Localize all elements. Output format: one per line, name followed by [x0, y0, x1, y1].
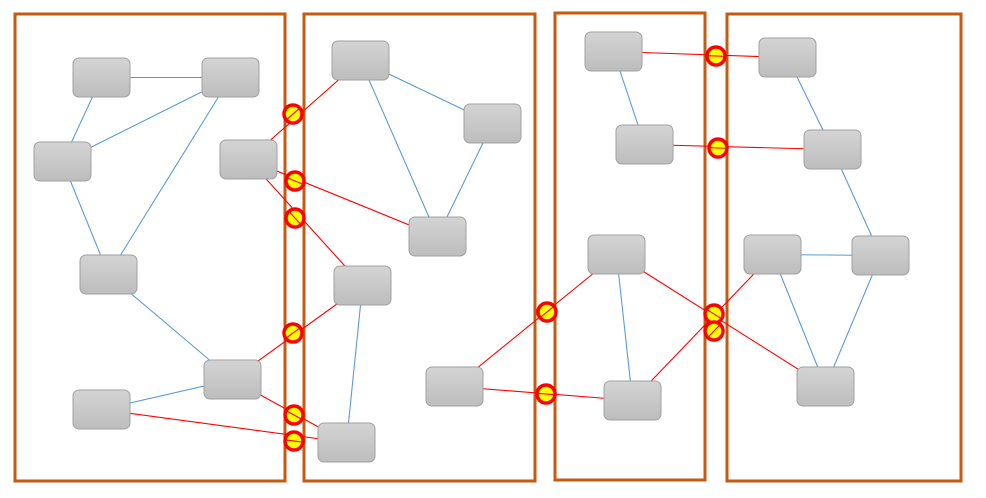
cut-link-n15-n19 [644, 143, 833, 151]
cut-marker-strike [707, 324, 721, 338]
node-n22[interactable] [796, 366, 855, 407]
internal-link-n11-n13 [345, 285, 364, 443]
node-n10[interactable] [408, 216, 467, 257]
node-n19[interactable] [803, 129, 862, 170]
cut-marker-n4-n10 [284, 170, 306, 192]
cut-marker-n15-n19 [707, 137, 729, 159]
cut-link-n7-n13 [101, 408, 347, 444]
partition-frame-g1 [13, 12, 287, 483]
cut-marker-n6-n11 [282, 322, 304, 344]
cut-marker-strike [706, 308, 722, 320]
cut-marker-n12-n16 [536, 301, 558, 323]
cut-marker-strike [285, 410, 303, 420]
cut-marker-n6-n13 [283, 404, 305, 426]
node-n8[interactable] [331, 40, 390, 81]
node-n12[interactable] [425, 366, 484, 407]
partition-frames [13, 11, 963, 483]
cut-marker-strike [286, 177, 304, 185]
node-n17[interactable] [603, 380, 662, 421]
cut-link-n4-n11 [248, 159, 363, 286]
cut-marker-n7-n13 [283, 430, 305, 452]
cut-link-n4-n10 [248, 158, 438, 238]
node-n14[interactable] [584, 31, 643, 72]
node-n20[interactable] [743, 234, 802, 275]
internal-link-n21-n22 [824, 255, 882, 387]
cut-marker-n17-n20 [703, 320, 725, 342]
partition-frame-g4 [725, 12, 963, 483]
node-n1[interactable] [72, 57, 131, 98]
cut-marker-n12-n17 [535, 383, 557, 405]
node-n3[interactable] [33, 141, 92, 182]
node-n7[interactable] [72, 389, 131, 430]
node-n2[interactable] [201, 57, 260, 98]
partition-frame-g3 [553, 11, 707, 482]
node-n5[interactable] [79, 254, 138, 295]
cut-link-n17-n20 [632, 254, 773, 401]
cut-link-n12-n16 [454, 254, 617, 387]
node-n9[interactable] [463, 103, 522, 144]
cut-marker-strike [536, 392, 556, 396]
cut-markers-layer [282, 45, 729, 452]
cut-marker-strike [706, 55, 726, 57]
internal-link-n16-n17 [615, 254, 634, 401]
cut-marker-strike [288, 210, 302, 226]
partition-frame-g2 [302, 12, 537, 483]
internal-link-n20-n22 [771, 254, 827, 387]
node-n16[interactable] [587, 234, 646, 275]
node-n18[interactable] [758, 37, 817, 78]
cut-marker-n4-n11 [284, 207, 306, 229]
node-n15[interactable] [615, 124, 674, 165]
cut-marker-n4-n8 [282, 103, 304, 125]
nodes-layer [33, 31, 910, 463]
internal-link-n2-n5 [108, 77, 231, 275]
cut-marker-strike [285, 327, 301, 339]
node-n4[interactable] [219, 139, 278, 180]
cut-marker-n14-n18 [705, 45, 727, 67]
node-n13[interactable] [317, 422, 376, 463]
node-n6[interactable] [203, 359, 262, 400]
cut-marker-strike [285, 107, 301, 121]
node-n11[interactable] [333, 265, 392, 306]
internal-link-n8-n10 [359, 60, 439, 237]
cut-marker-strike [539, 305, 555, 319]
node-n21[interactable] [851, 235, 910, 276]
cut-marker-strike [285, 439, 303, 443]
